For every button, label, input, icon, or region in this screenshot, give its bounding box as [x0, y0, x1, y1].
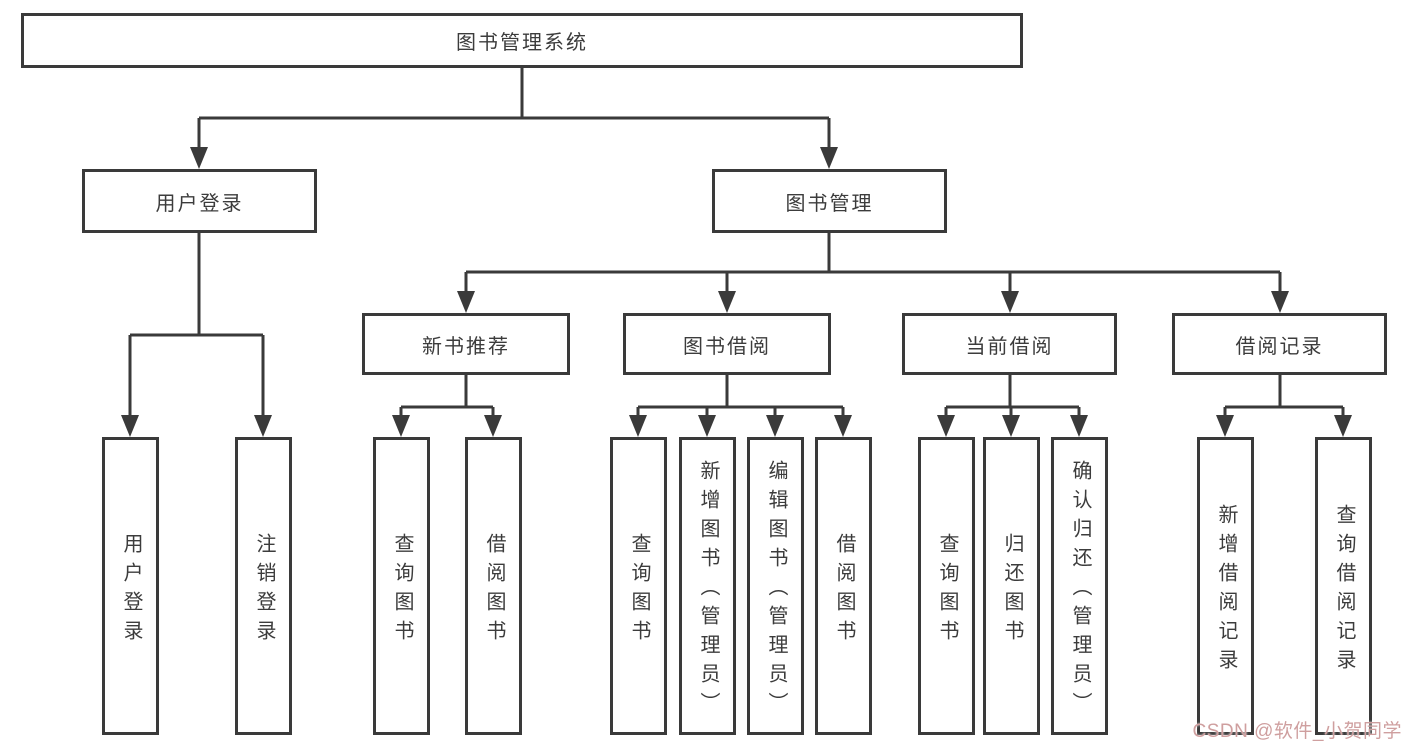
node-logout: 注销登录	[235, 437, 292, 735]
node-label: 查询借阅记录	[1333, 503, 1355, 678]
node-label: 借阅图书	[833, 532, 855, 649]
node-confirm-return-admin: 确认归还（管理员）	[1051, 437, 1108, 735]
node-borrow-books-recommend: 借阅图书	[465, 437, 522, 735]
node-query-borrow-record: 查询借阅记录	[1315, 437, 1372, 735]
node-query-books-current: 查询图书	[918, 437, 975, 735]
node-label: 图书管理系统	[456, 32, 588, 54]
node-label: 注销登录	[253, 532, 275, 649]
node-query-books-recommend: 查询图书	[373, 437, 430, 735]
node-label: 归还图书	[1001, 532, 1023, 649]
node-user-login: 用户登录	[102, 437, 159, 735]
node-label: 借阅记录	[1235, 335, 1324, 358]
node-book-management: 图书管理	[712, 169, 947, 233]
node-label: 查询图书	[936, 532, 958, 649]
node-library-management-system: 图书管理系统	[21, 13, 1023, 68]
node-return-books: 归还图书	[983, 437, 1040, 735]
node-borrow-books: 借阅图书	[815, 437, 872, 735]
node-label: 确认归还（管理员）	[1069, 460, 1091, 721]
node-label: 用户登录	[120, 532, 142, 649]
node-label: 查询图书	[628, 532, 650, 649]
node-label: 图书管理	[785, 192, 874, 215]
node-label: 新增借阅记录	[1215, 503, 1237, 678]
csdn-watermark: CSDN @软件_小贺同学	[1192, 721, 1402, 742]
node-current-borrowing: 当前借阅	[902, 313, 1117, 375]
node-book-borrowing: 图书借阅	[623, 313, 831, 375]
node-label: 图书借阅	[683, 335, 771, 358]
node-label: 用户登录	[155, 192, 244, 215]
node-user-login-branch: 用户登录	[82, 169, 317, 233]
arrow-down-icons	[121, 147, 1352, 437]
node-label: 借阅图书	[483, 532, 505, 649]
node-add-borrow-record: 新增借阅记录	[1197, 437, 1254, 735]
node-label: 新增图书（管理员）	[697, 460, 719, 721]
node-label: 编辑图书（管理员）	[765, 460, 787, 721]
node-label: 查询图书	[391, 532, 413, 649]
node-label: 新书推荐	[422, 335, 510, 358]
node-add-books-admin: 新增图书（管理员）	[679, 437, 736, 735]
node-edit-books-admin: 编辑图书（管理员）	[747, 437, 804, 735]
node-borrowing-records: 借阅记录	[1172, 313, 1387, 375]
node-new-book-recommend: 新书推荐	[362, 313, 570, 375]
node-query-books-borrowing: 查询图书	[610, 437, 667, 735]
node-label: 当前借阅	[965, 335, 1054, 358]
